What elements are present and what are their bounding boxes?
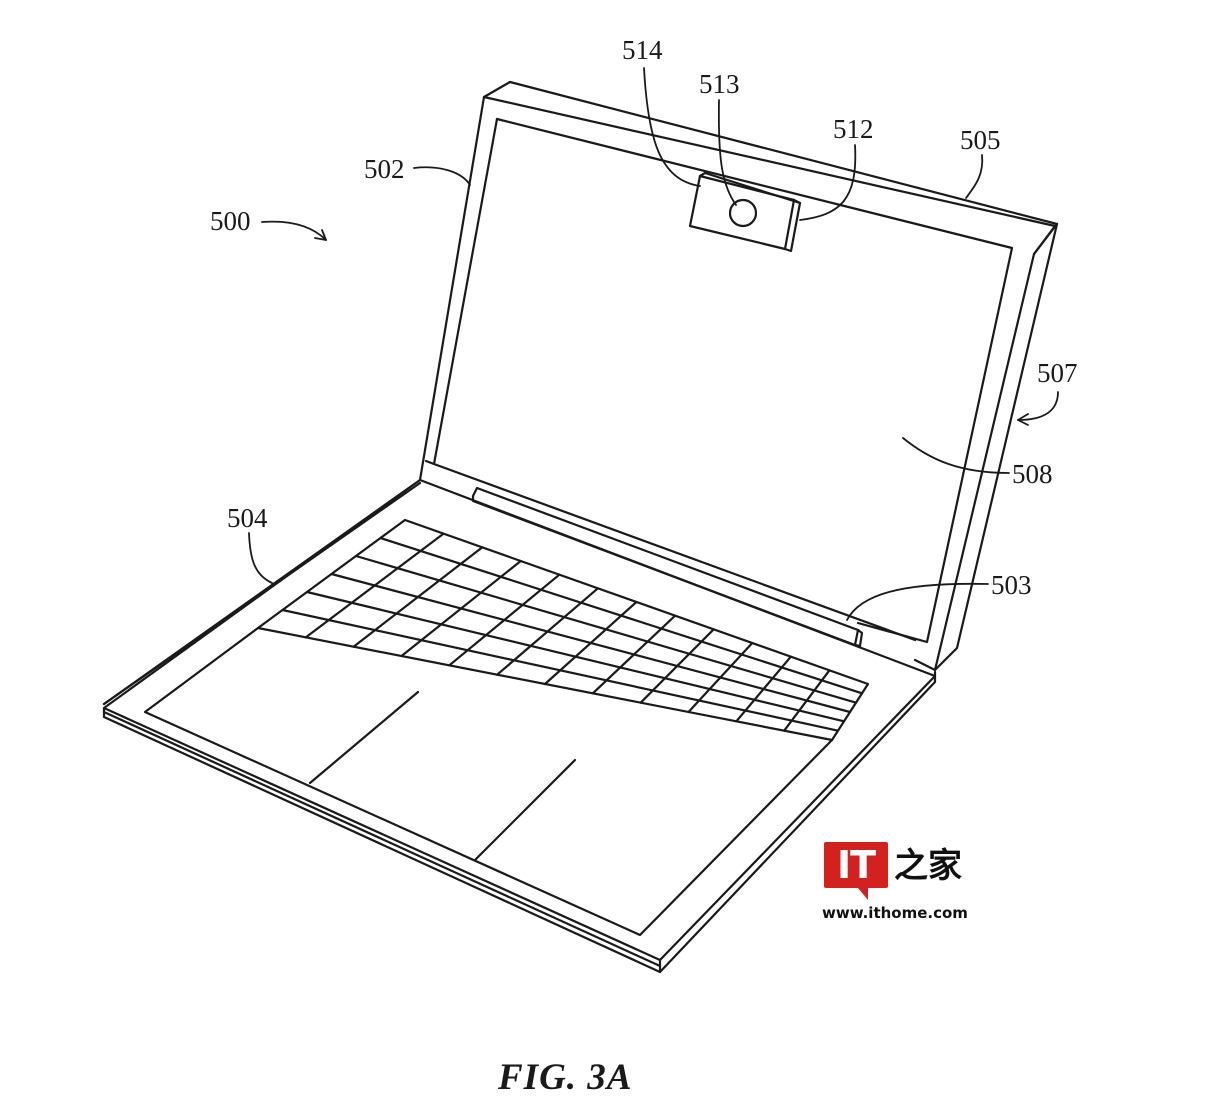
display-lid [418, 80, 1059, 672]
lid-top-back-edge [508, 80, 1059, 226]
camera-module [688, 171, 802, 253]
ref-label-504: 504 [227, 503, 268, 533]
keyboard-key-edge [735, 655, 792, 723]
speech-bubble-tail-icon [858, 888, 868, 900]
keyboard-key-edge [543, 600, 638, 686]
ref-label-513: 513 [699, 69, 740, 99]
keyboard-key-edge [687, 641, 754, 714]
ithome-watermark: IT 之家 www.ithome.com [822, 842, 968, 926]
base-top-outline [102, 478, 937, 962]
keyboard-key-edge [400, 559, 522, 658]
camera-housing [688, 174, 796, 251]
keyboard-key-edge [639, 628, 715, 704]
ref-label-507: 507 [1037, 358, 1078, 388]
ref-label-502: 502 [364, 154, 405, 184]
leader-507 [1017, 391, 1059, 421]
ref-label-512: 512 [833, 114, 874, 144]
leader-504 [248, 532, 273, 584]
ithome-logo-badge: IT [824, 842, 888, 888]
palm-rest-border [143, 626, 834, 937]
keyboard-key-edge [496, 587, 600, 676]
ithome-url: www.ithome.com [822, 904, 968, 922]
ref-label-505: 505 [960, 125, 1001, 155]
display-screen [495, 117, 1014, 644]
leader-502 [413, 166, 471, 186]
ref-label-500: 500 [210, 206, 251, 236]
lid-left-outer-edge [418, 95, 486, 482]
keyboard-key-edge [304, 532, 445, 639]
ithome-logo-chars: 之家 [894, 846, 962, 886]
leader-514 [643, 67, 701, 187]
ref-label-508: 508 [1012, 459, 1053, 489]
figure-caption: FIG. 3A [498, 1057, 633, 1098]
leader-513 [717, 99, 737, 206]
trackpad-left [308, 690, 420, 785]
leader-500 [261, 220, 327, 241]
leader-508 [902, 437, 1010, 474]
leader-503 [846, 582, 989, 621]
leader-505 [965, 154, 984, 199]
ref-label-514: 514 [622, 35, 663, 65]
ref-label-503: 503 [991, 570, 1032, 600]
leader-512 [799, 144, 857, 221]
leader-lines [248, 67, 1059, 621]
keyboard-outline [256, 518, 870, 742]
keyboard-key-edge [448, 573, 561, 667]
keyboard-key-edge [591, 614, 677, 695]
keyboard-key-edge [352, 546, 484, 648]
keyboard-grid [281, 532, 864, 732]
keyboard-key-edge [783, 669, 831, 732]
camera-lens [728, 198, 758, 228]
base-housing [102, 478, 937, 974]
lid-right-back-edge [933, 222, 1059, 672]
trackpad-right [473, 758, 577, 862]
